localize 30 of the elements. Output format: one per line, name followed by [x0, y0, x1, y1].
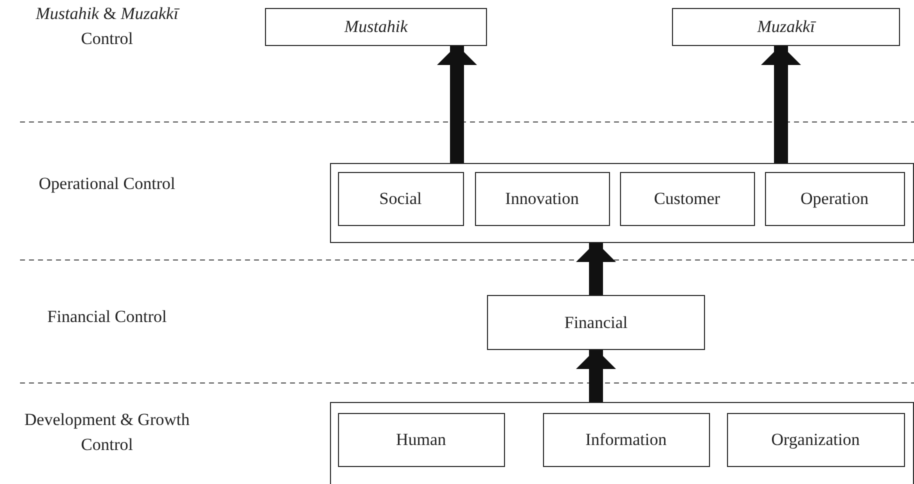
node-label: Customer — [654, 188, 720, 208]
node-label: Muzakkī — [757, 17, 815, 37]
arrow — [576, 349, 616, 402]
process-box — [487, 295, 705, 350]
node-label: Human — [396, 430, 446, 450]
level-label: Mustahik & Muzakkī Control — [34, 3, 181, 50]
process-box — [726, 412, 904, 466]
process-box — [338, 172, 464, 226]
process-box — [620, 172, 754, 226]
process-box — [672, 8, 900, 46]
process-box — [542, 412, 710, 466]
level-label: Operational Control — [38, 173, 176, 195]
node-label: Operation — [800, 188, 868, 208]
arrow — [576, 242, 616, 295]
node-label: Information — [585, 430, 667, 450]
process-box — [764, 172, 904, 226]
node-label: Financial — [564, 312, 628, 332]
arrow — [437, 45, 477, 163]
node-label: Mustahik — [344, 17, 408, 37]
arrow — [761, 45, 801, 163]
group-box — [330, 163, 914, 243]
process-box — [338, 412, 504, 466]
process-box — [474, 172, 610, 226]
level-label: Financial Control — [46, 306, 168, 328]
node-label: Organization — [771, 430, 860, 450]
level-label: Development & Growth Control — [23, 409, 191, 456]
node-label: Social — [379, 188, 422, 208]
process-box — [265, 8, 487, 46]
group-box — [330, 402, 914, 484]
node-label: Innovation — [505, 188, 579, 208]
